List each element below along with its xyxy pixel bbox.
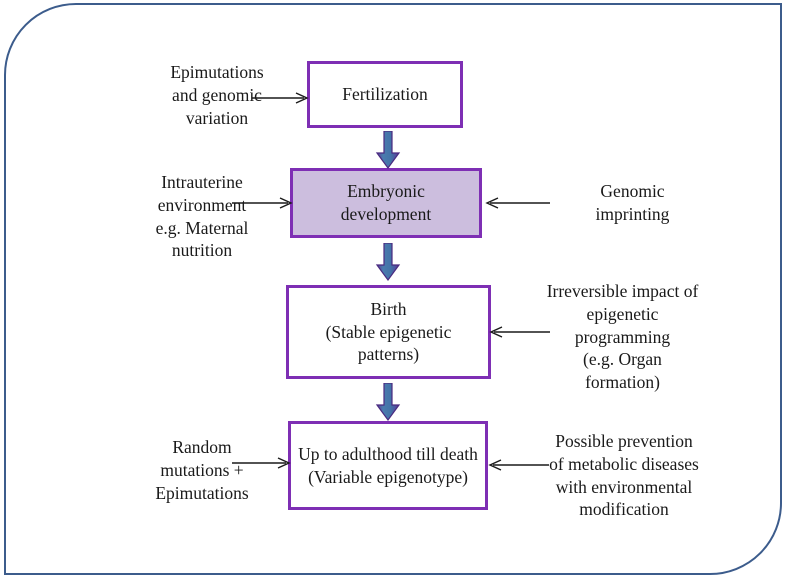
down-block-arrow-icon <box>375 243 401 281</box>
down-block-arrow-icon <box>375 131 401 169</box>
node-fertilization: Fertilization <box>307 61 463 128</box>
right-arrow-icon <box>232 457 291 469</box>
node-birth-label: Birth (Stable epigenetic patterns) <box>325 298 452 365</box>
right-arrow-icon <box>232 197 293 209</box>
annotation-intrauterine: Intrauterine environment e.g. Maternal n… <box>155 172 249 261</box>
down-block-arrow-icon <box>375 383 401 421</box>
annotation-irreversible-impact: Irreversible impact of epigenetic progra… <box>546 281 699 392</box>
node-birth: Birth (Stable epigenetic patterns) <box>286 285 491 379</box>
annotation-genomic-imprinting: Genomic imprinting <box>595 181 670 224</box>
left-arrow-icon <box>485 197 550 209</box>
annotation-random-mutations: Random mutations + Epimutations <box>155 437 249 503</box>
node-fertilization-label: Fertilization <box>342 84 428 105</box>
left-arrow-icon <box>489 326 550 338</box>
left-arrow-icon <box>488 459 549 471</box>
node-adulthood-label: Up to adulthood till death (Variable epi… <box>298 443 478 487</box>
right-arrow-icon <box>252 92 309 104</box>
annotation-epimutations: Epimutations and genomic variation <box>170 62 264 128</box>
node-embryonic-development-label: Embryonic development <box>340 181 432 224</box>
annotation-possible-prevention: Possible prevention of metabolic disease… <box>549 431 699 520</box>
node-embryonic-development: Embryonic development <box>290 168 482 238</box>
node-adulthood: Up to adulthood till death (Variable epi… <box>288 421 488 510</box>
